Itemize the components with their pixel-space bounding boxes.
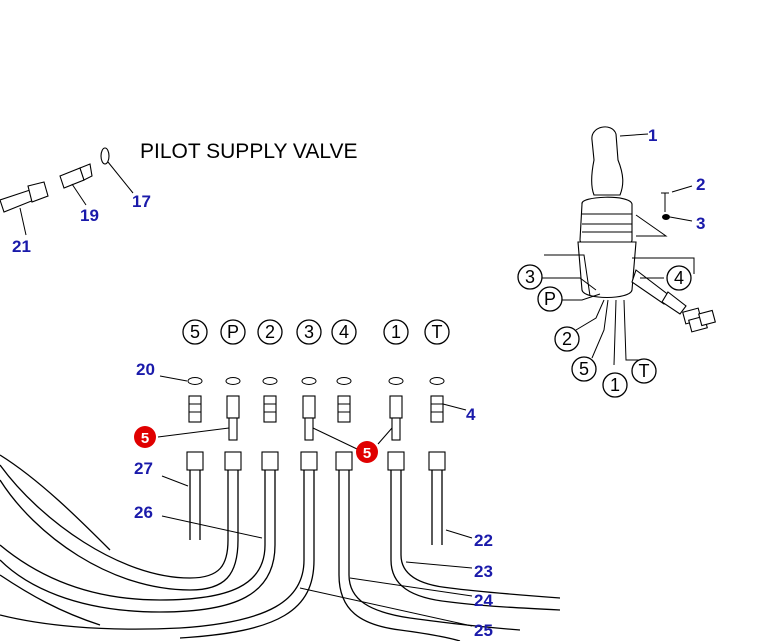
joystick-port-p-label: P — [544, 289, 556, 309]
callout-27: 27 — [134, 459, 153, 478]
port-4-bubble — [331, 319, 357, 345]
joystick-port-2-bubble — [554, 326, 580, 352]
callout-25: 25 — [474, 621, 493, 640]
callout-24: 24 — [474, 591, 493, 610]
port-p-label: P — [227, 322, 239, 342]
port-4-label: 4 — [339, 322, 349, 342]
port-1-label: 1 — [391, 322, 401, 342]
joystick-port-1-label: 1 — [610, 375, 620, 395]
joystick-port-2-label: 2 — [562, 329, 572, 349]
supply-fitting-assembly — [0, 147, 134, 236]
adapter-row — [188, 395, 444, 441]
joystick-port-1-bubble — [602, 372, 628, 398]
callout-21: 21 — [12, 237, 31, 256]
joystick-pilot-valve — [540, 126, 716, 366]
callout-26: 26 — [134, 503, 153, 522]
callout-4-adapter: 4 — [466, 405, 476, 424]
port-p-bubble — [220, 319, 246, 345]
port-t-bubble — [424, 319, 450, 345]
callout-19: 19 — [80, 206, 99, 225]
port-5-label: 5 — [190, 322, 200, 342]
joystick-port-p-bubble — [537, 286, 563, 312]
callout-3: 3 — [696, 214, 705, 233]
port-3-label: 3 — [304, 322, 314, 342]
callout-23: 23 — [474, 562, 493, 581]
joystick-port-t-bubble — [631, 358, 657, 384]
port-3-bubble — [296, 319, 322, 345]
joystick-port-4-bubble — [666, 265, 692, 291]
joystick-port-3-bubble — [517, 264, 543, 290]
joystick-port-5-label: 5 — [579, 359, 589, 379]
callout-5-right-dot — [356, 441, 378, 463]
joystick-port-3-label: 3 — [525, 267, 535, 287]
port-2-bubble — [257, 319, 283, 345]
callout-5-left: 5 — [141, 430, 149, 447]
port-1-bubble — [383, 319, 409, 345]
callout-17: 17 — [132, 192, 151, 211]
callout-5-left-dot — [134, 426, 156, 448]
port-t-label: T — [432, 322, 443, 342]
port-2-label: 2 — [265, 322, 275, 342]
callout-2: 2 — [696, 175, 705, 194]
hose-bundle — [0, 454, 561, 641]
hose-fitting-row — [186, 451, 446, 471]
callout-20: 20 — [136, 360, 155, 379]
port-5-bubble — [182, 319, 208, 345]
o-ring-row — [187, 377, 445, 385]
callout-5-right: 5 — [363, 445, 371, 462]
joystick-port-4-label: 4 — [674, 268, 684, 288]
joystick-port-t-label: T — [639, 361, 650, 381]
callout-1: 1 — [648, 126, 657, 145]
callout-22: 22 — [474, 531, 493, 550]
joystick-port-5-bubble — [571, 356, 597, 382]
diagram-title: PILOT SUPPLY VALVE — [140, 140, 358, 163]
